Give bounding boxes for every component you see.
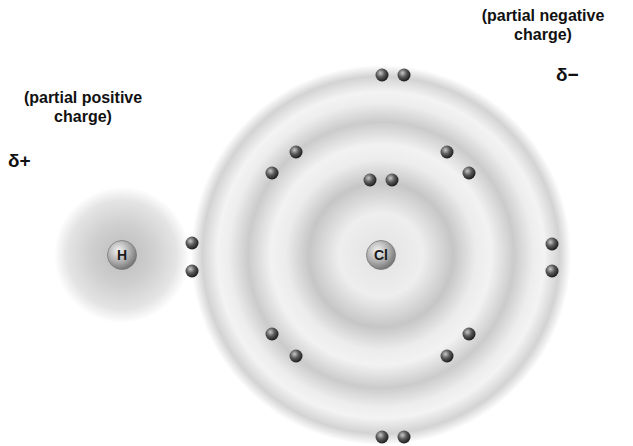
charge-note: (partial negative charge)	[462, 6, 624, 44]
electron	[546, 265, 559, 278]
charge-symbol: δ+	[8, 150, 68, 173]
electron	[441, 350, 454, 363]
chlorine-cloud	[191, 65, 571, 445]
electron	[463, 167, 476, 180]
electron	[376, 431, 389, 444]
electron	[386, 174, 399, 187]
electron	[398, 431, 411, 444]
element-symbol: H	[117, 248, 127, 262]
electron	[398, 69, 411, 82]
electron	[441, 146, 454, 159]
element-symbol: Cl	[374, 248, 388, 262]
charge-symbol: δ−	[556, 64, 616, 87]
charge-note: (partial positive charge)	[2, 88, 164, 126]
atom-nucleus: Cl	[366, 240, 396, 270]
electrons	[186, 69, 559, 444]
electron	[186, 237, 199, 250]
electron	[290, 350, 303, 363]
electron	[290, 146, 303, 159]
electron	[463, 328, 476, 341]
nucleus-sphere	[367, 241, 396, 270]
hydrogen-cloud	[54, 187, 190, 323]
electron	[364, 174, 377, 187]
electron	[186, 265, 199, 278]
electron	[376, 69, 389, 82]
atom-nucleus: H	[107, 240, 137, 270]
electron	[266, 167, 279, 180]
nucleus-sphere	[108, 241, 137, 270]
electron	[546, 238, 559, 251]
electron	[266, 328, 279, 341]
